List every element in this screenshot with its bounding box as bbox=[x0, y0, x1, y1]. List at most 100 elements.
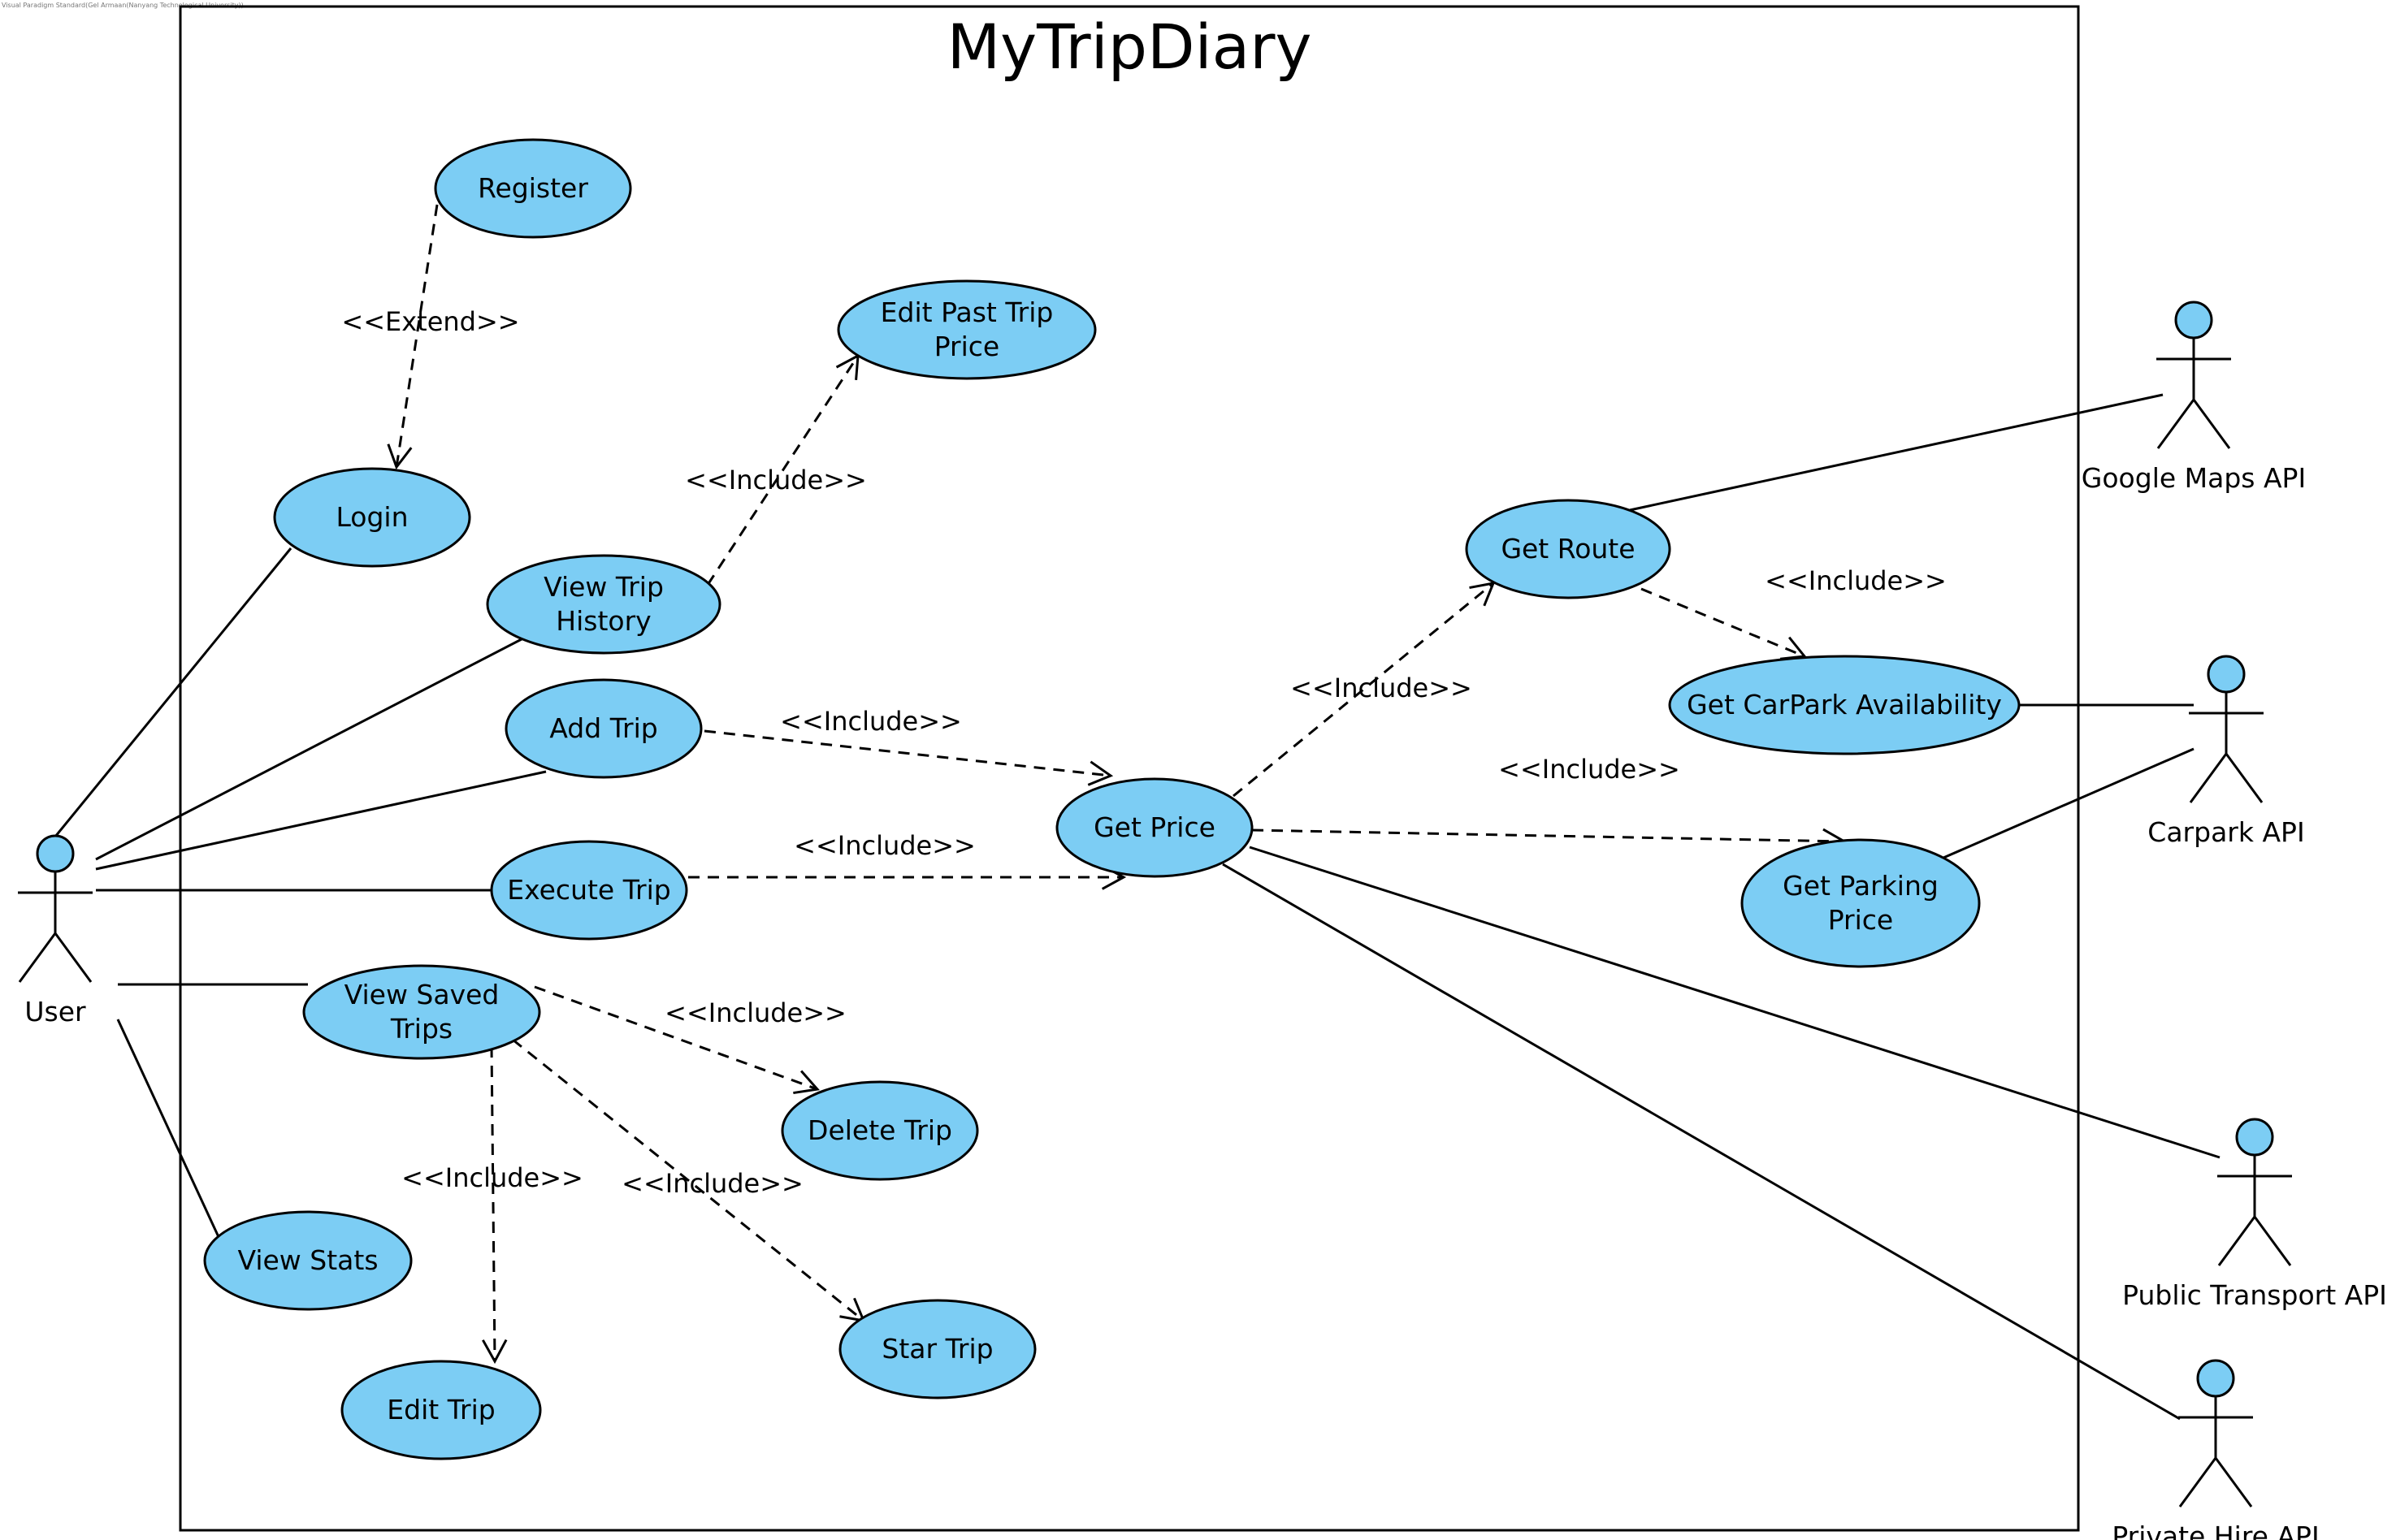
relationship-layer: <<Extend>> <<Include>> <<Include>> <<Includ… bbox=[54, 204, 2221, 1421]
use-case-ellipse bbox=[1465, 499, 1671, 599]
use-case-label: View Saved bbox=[344, 979, 500, 1010]
watermark: Visual Paradigm Standard(Gel Armaan(Nany… bbox=[2, 2, 244, 9]
use-case-label: View Trip bbox=[544, 571, 664, 603]
actor-right-leg bbox=[2253, 1216, 2292, 1266]
use-case-get-carpark-availability[interactable]: Get CarPark Availability bbox=[1668, 655, 2021, 755]
stereotype-label: <<Include>> bbox=[1498, 754, 1680, 785]
dependency-register-login: <<Extend>> bbox=[341, 204, 520, 470]
use-case-ellipse bbox=[434, 138, 632, 239]
actor-left-leg bbox=[18, 932, 57, 983]
actor-label: Private Hire API bbox=[2112, 1521, 2319, 1540]
system-title: MyTripDiary bbox=[947, 11, 1312, 83]
use-case-label: Get Price bbox=[1094, 811, 1215, 843]
actor-label: Carpark API bbox=[2147, 816, 2304, 848]
dependency-execute_trip-get_price: <<Include>> bbox=[688, 830, 1127, 890]
association-get_parking_price-carpark_api bbox=[1943, 747, 2195, 859]
use-case-label: Get Parking bbox=[1783, 870, 1939, 902]
stereotype-label: <<Include>> bbox=[780, 706, 962, 737]
actor-left-leg bbox=[2156, 399, 2195, 449]
association-get_price-public_transport_api bbox=[1249, 846, 2221, 1159]
use-case-ellipse bbox=[781, 1080, 979, 1181]
use-case-login[interactable]: Login bbox=[273, 467, 471, 568]
use-case-ellipse bbox=[1055, 777, 1254, 878]
dependency-line bbox=[706, 355, 860, 586]
actor-private-hire-api[interactable]: Private Hire API bbox=[2112, 1359, 2320, 1540]
arrow-head-icon bbox=[1087, 760, 1114, 786]
actor-right-leg bbox=[2225, 753, 2264, 803]
dependency-view_saved_trips-edit_trip: <<Include>> bbox=[401, 1045, 583, 1365]
use-case-ellipse bbox=[490, 840, 688, 941]
use-case-label: Register bbox=[478, 172, 588, 204]
stereotype-label: <<Include>> bbox=[1765, 565, 1947, 596]
actor-head-icon bbox=[2235, 1118, 2274, 1157]
actor-left-leg bbox=[2189, 753, 2228, 803]
use-case-ellipse bbox=[1740, 838, 1981, 968]
actor-right-leg bbox=[54, 932, 93, 983]
dependency-get_price-get_parking_price: <<Include>> bbox=[1251, 754, 1848, 854]
dependency-line bbox=[1251, 828, 1845, 843]
use-case-label: Star Trip bbox=[882, 1333, 993, 1365]
use-case-label: Edit Trip bbox=[387, 1394, 495, 1425]
use-case-ellipse bbox=[1668, 655, 2021, 755]
use-case-ellipse bbox=[837, 279, 1097, 380]
dependency-line bbox=[534, 985, 818, 1091]
association-user-view_stats bbox=[116, 1019, 221, 1239]
actor-google-maps-api[interactable]: Google Maps API bbox=[2082, 301, 2306, 494]
association-user-login bbox=[54, 547, 292, 837]
stereotype-label: <<Include>> bbox=[622, 1168, 804, 1199]
use-case-ellipse bbox=[340, 1360, 542, 1460]
use-case-execute-trip[interactable]: Execute Trip bbox=[490, 840, 688, 941]
use-case-edit-trip[interactable]: Edit Trip bbox=[340, 1360, 542, 1460]
use-case-ellipse bbox=[203, 1210, 413, 1311]
actor-carpark-api[interactable]: Carpark API bbox=[2147, 655, 2305, 848]
use-case-label: History bbox=[556, 605, 651, 637]
arrow-head-icon bbox=[387, 443, 413, 470]
association-user-add_trip bbox=[95, 770, 547, 871]
stereotype-label: <<Extend>> bbox=[341, 306, 519, 337]
dependency-line bbox=[512, 1038, 864, 1322]
dependency-line bbox=[704, 729, 1111, 777]
actor-label: Public Transport API bbox=[2122, 1279, 2387, 1311]
use-case-label: Trips bbox=[390, 1013, 453, 1045]
actor-public-transport-api[interactable]: Public Transport API bbox=[2122, 1118, 2387, 1311]
actor-right-leg bbox=[2214, 1457, 2253, 1508]
use-case-register[interactable]: Register bbox=[434, 138, 632, 239]
use-case-get-route[interactable]: Get Route bbox=[1465, 499, 1671, 599]
actor-label: User bbox=[24, 996, 86, 1027]
dependency-get_price-get_route: <<Include>> bbox=[1233, 582, 1496, 798]
arrow-head-icon bbox=[839, 1297, 866, 1322]
dependency-line bbox=[1233, 582, 1494, 798]
stereotype-label: <<Include>> bbox=[1290, 673, 1472, 703]
use-case-label: Execute Trip bbox=[507, 874, 670, 906]
actor-left-leg bbox=[2217, 1216, 2256, 1266]
use-case-add-trip[interactable]: Add Trip bbox=[505, 678, 703, 779]
use-case-ellipse bbox=[505, 678, 703, 779]
dependency-line bbox=[1640, 587, 1805, 658]
actor-user[interactable]: User bbox=[18, 834, 93, 1027]
use-case-view-stats[interactable]: View Stats bbox=[203, 1210, 413, 1311]
association-get_price-private_hire_api bbox=[1222, 863, 2181, 1421]
use-case-label: View Stats bbox=[237, 1244, 378, 1276]
use-case-ellipse bbox=[838, 1299, 1037, 1399]
use-case-star-trip[interactable]: Star Trip bbox=[838, 1299, 1037, 1399]
use-case-label: Get CarPark Availability bbox=[1687, 689, 2002, 720]
arrow-head-icon bbox=[793, 1070, 820, 1095]
actor-left-leg bbox=[2178, 1457, 2217, 1508]
dependency-line bbox=[490, 1045, 496, 1362]
use-case-label: Edit Past Trip bbox=[881, 296, 1054, 328]
dependency-get_route-get_carpark_availability: <<Include>> bbox=[1640, 565, 1947, 660]
use-case-delete-trip[interactable]: Delete Trip bbox=[781, 1080, 979, 1181]
dependency-view_saved_trips-star_trip: <<Include>> bbox=[512, 1038, 866, 1322]
stereotype-label: <<Include>> bbox=[794, 830, 976, 861]
arrow-head-icon bbox=[1780, 636, 1807, 660]
dependency-add_trip-get_price: <<Include>> bbox=[704, 706, 1114, 786]
use-case-label: Add Trip bbox=[549, 712, 657, 744]
actor-right-leg bbox=[2192, 399, 2231, 449]
use-case-get-price[interactable]: Get Price bbox=[1055, 777, 1254, 878]
stereotype-label: <<Include>> bbox=[665, 997, 847, 1028]
